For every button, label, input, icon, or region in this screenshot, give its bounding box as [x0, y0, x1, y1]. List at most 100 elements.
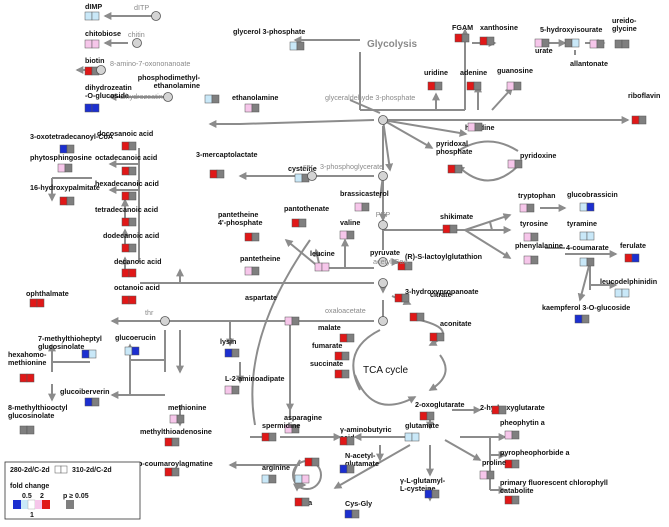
- metabolite-label: 8-methylthiooctyl: [8, 403, 68, 412]
- fold-change-box-310: [91, 397, 100, 407]
- metabolite-label: cysteine: [288, 164, 317, 173]
- fold-change-box-310: [621, 288, 630, 298]
- metabolite-label: kaempferol 3-O-glucoside: [542, 303, 630, 312]
- metabolite-aconitate: aconitate: [429, 319, 472, 342]
- fold-change-box-310: [586, 202, 595, 212]
- fold-change-box-280: [84, 397, 93, 407]
- metabolite-aspartate: aspartate: [245, 293, 300, 326]
- fold-change-box-310: [128, 141, 137, 151]
- metabolite-pantothenate: pantothenate: [284, 204, 329, 228]
- fold-change-box-280: [57, 163, 66, 173]
- metabolite-gaba: γ-aminobutyricacid: [339, 425, 392, 446]
- intermediate-dITP: dITP: [134, 3, 161, 21]
- intermediate-label: 3-phosphoglycerate: [320, 162, 383, 171]
- fold-change-box-310: [530, 255, 539, 265]
- metabolite-pfcc: primary fluorescent chlorophyllcatabolit…: [500, 478, 608, 505]
- metabolite-label: spermidine: [262, 421, 300, 430]
- fold-change-box-310: [301, 474, 310, 484]
- metabolite-label: dodecanoic acid: [103, 231, 159, 240]
- fold-change-box-310: [231, 385, 240, 395]
- fold-change-box-280: [59, 196, 68, 206]
- metabolite-label: phytosphingosine: [30, 153, 92, 162]
- fold-change-box-280: [574, 314, 583, 324]
- metabolite-5-hydroxyisourate: 5-hydroxyisourate: [540, 25, 602, 48]
- metabolite-phosphodimethylethanolamine: phosphodimethyl-ethanolamine: [138, 73, 220, 104]
- fold-change-box-280: [289, 41, 298, 51]
- metabolite-label: aspartate: [245, 293, 277, 302]
- fold-change-box-280: [84, 39, 93, 49]
- metabolite-lactoylglutathione: (R)-S-lactoylglutathion: [397, 252, 482, 271]
- metabolite-label: methionine: [168, 403, 206, 412]
- fold-change-box-310: [66, 144, 75, 154]
- fold-change-box-280: [304, 457, 313, 467]
- fold-change-box-280: [334, 369, 343, 379]
- legend-swatch-no-change: [27, 499, 36, 510]
- metabolite-tyramine: tyramine: [567, 219, 597, 241]
- metabolite-xanthosine: xanthosine: [479, 23, 518, 46]
- fold-change-box-310: [131, 346, 140, 356]
- fold-change-box-280: [614, 288, 623, 298]
- metabolite-label: pyropheophorbide a: [500, 448, 570, 457]
- metabolite-label-line2: ethanolamine: [154, 81, 200, 90]
- metabolite-label: glucobrassicin: [567, 190, 618, 199]
- fold-change-box-310: [473, 81, 482, 91]
- metabolite-label: proline: [482, 458, 506, 467]
- metabolite-2-hydroxyglutarate: 2-hydroxyglutarate: [480, 403, 545, 415]
- legend-tick-low: 0.5: [22, 493, 32, 500]
- fold-change-box-310: [91, 103, 100, 113]
- metabolite-lysin: lysin: [220, 337, 240, 358]
- legend-swatch-strong-up: [42, 500, 50, 509]
- metabolite-label: tyrosine: [520, 219, 548, 228]
- fold-change-box-310: [511, 430, 520, 440]
- intermediate-node-circle: [378, 278, 388, 288]
- metabolite-label: uridine: [424, 68, 448, 77]
- fold-change-box-310: [251, 266, 260, 276]
- legend-pair-swatch-right: [60, 465, 68, 474]
- metabolite-spermidine: spermidine: [261, 421, 300, 442]
- fold-change-box-310: [298, 218, 307, 228]
- fold-change-box-310: [416, 312, 425, 322]
- fold-change-box-280: [124, 346, 133, 356]
- fold-change-box-310: [296, 41, 305, 51]
- metabolite-label: primary fluorescent chlorophyll: [500, 478, 608, 487]
- fold-change-box-280: [224, 348, 233, 358]
- metabolite-label: 3-hydroxypropanoate: [405, 287, 479, 296]
- metabolite-glucoiberverin: glucoiberverin: [60, 387, 110, 407]
- metabolite-methylthioadenosine: methylthioadenosine: [140, 427, 212, 447]
- metabolite-label: docosanoic acid: [97, 129, 153, 138]
- fold-change-box-280: [579, 257, 588, 267]
- intermediate-label: dITP: [134, 3, 149, 12]
- fold-change-box-310: [581, 314, 590, 324]
- metabolite-octadecanoic: octadecanoic acid: [95, 153, 157, 176]
- fold-change-box-280: [624, 253, 633, 263]
- fold-change-box-280: [294, 474, 303, 484]
- fold-change-box-280: [244, 103, 253, 113]
- metabolite-ophthalmate: ophthalmate: [26, 289, 69, 308]
- fold-change-box-310: [586, 257, 595, 267]
- intermediate-pep: PEP: [376, 210, 390, 230]
- fold-change-box-280: [164, 467, 173, 477]
- metabolite-3-oxotetradecanoyl: 3-oxotetradecanoyl-CoA: [30, 132, 113, 154]
- fold-change-box-310: [128, 243, 137, 253]
- metabolite-succinate: succinate: [310, 359, 350, 379]
- metabolite-label-line2: catabolite: [500, 486, 534, 495]
- metabolite-label: octanoic acid: [114, 283, 160, 292]
- metabolite-p-coumaroylagmatine: p-coumaroylagmatine: [138, 459, 213, 477]
- metabolite-histidine: histidine: [465, 122, 495, 132]
- fold-change-box-310: [91, 39, 100, 49]
- fold-change-box-310: [586, 231, 595, 241]
- fold-change-box-310: [526, 203, 535, 213]
- metabolite-label: adenine: [460, 68, 487, 77]
- fold-change-box-310: [321, 262, 330, 272]
- metabolite-label: valine: [340, 218, 360, 227]
- metabolite-dihydrozeatin-glc: dihydrozeatin-O-glucoside: [84, 83, 132, 113]
- fold-change-box-310: [64, 163, 73, 173]
- metabolite-pantetheine: pantetheine: [240, 254, 280, 276]
- fold-change-box-280: [479, 36, 488, 46]
- glycolysis-label: Glycolysis: [367, 39, 417, 50]
- metabolite-label: octadecanoic acid: [95, 153, 157, 162]
- fold-change-box-280: [81, 349, 90, 359]
- fold-change-box-280: [339, 436, 348, 446]
- fold-change-box-280: [419, 411, 428, 421]
- metabolite-label: γ-aminobutyric: [340, 425, 392, 434]
